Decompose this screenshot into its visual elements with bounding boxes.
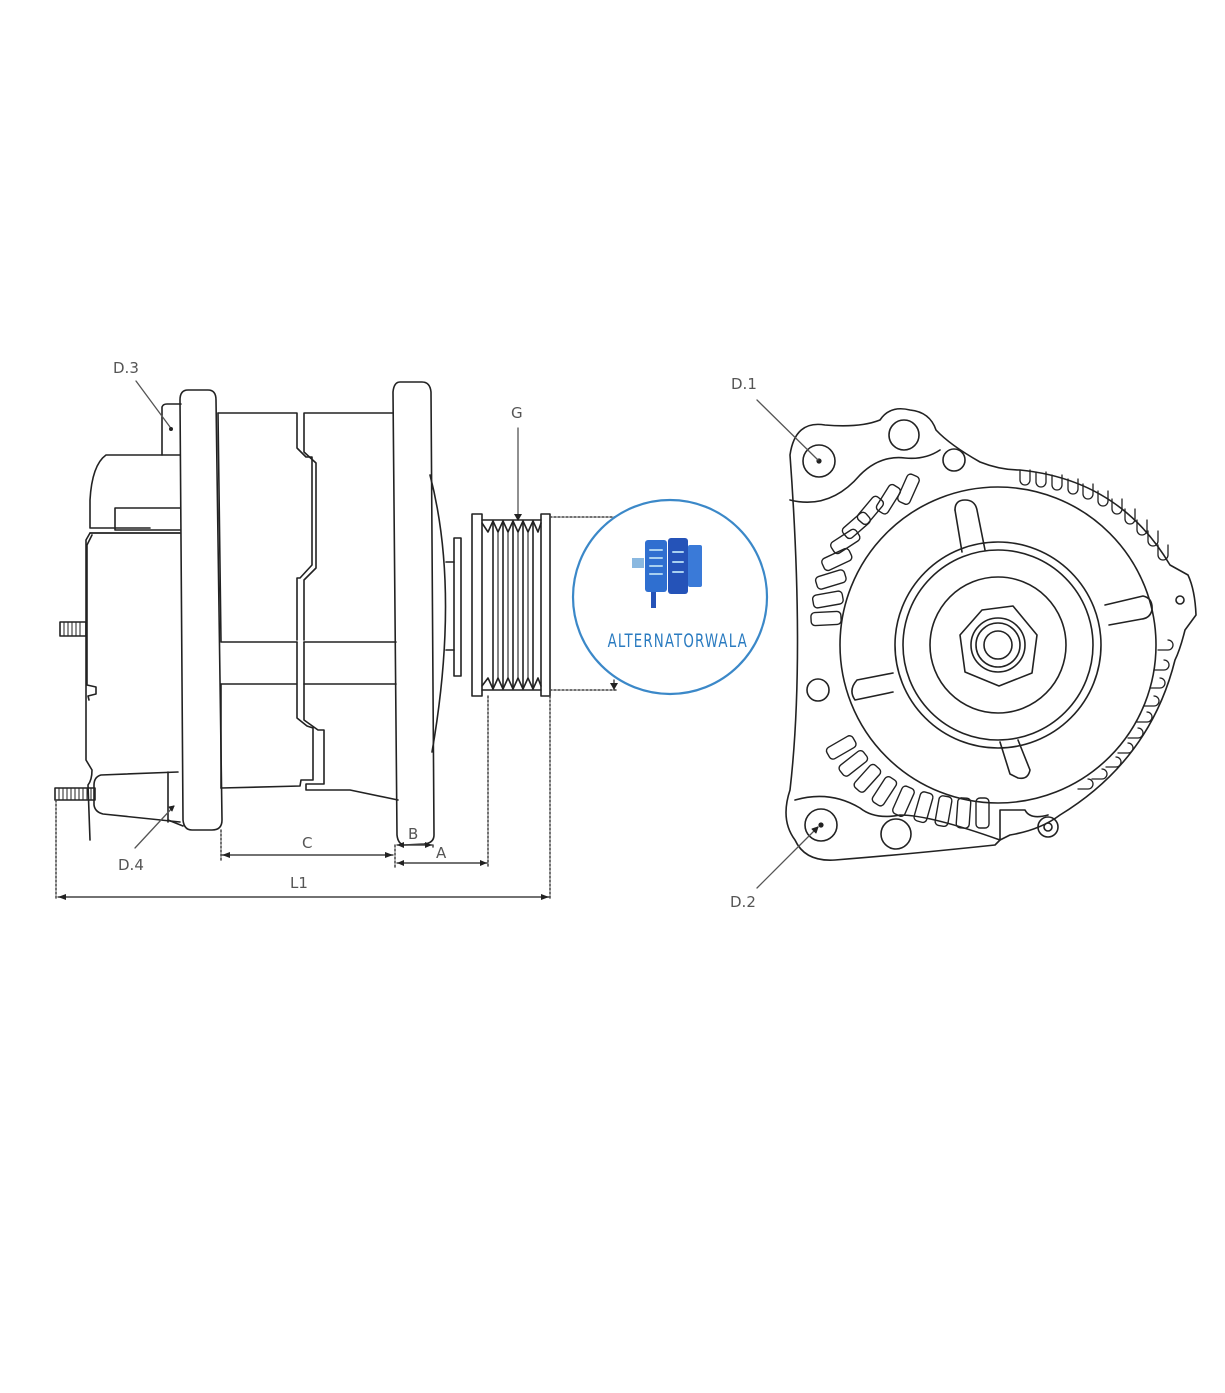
label-c: C bbox=[302, 834, 313, 852]
label-g: G bbox=[511, 404, 523, 422]
label-b: B bbox=[408, 825, 419, 843]
brand-name: ALTERNATORWALA bbox=[607, 630, 748, 652]
label-l1: L1 bbox=[290, 874, 308, 892]
label-d2: D.2 bbox=[730, 893, 756, 911]
label-d4: D.4 bbox=[118, 856, 144, 874]
side-view bbox=[54, 380, 619, 901]
alternator-icon bbox=[632, 538, 702, 608]
watermark-logo bbox=[571, 498, 769, 696]
front-view bbox=[756, 399, 1197, 889]
label-a: A bbox=[436, 844, 447, 862]
label-d1: D.1 bbox=[731, 375, 757, 393]
label-d3: D.3 bbox=[113, 359, 139, 377]
